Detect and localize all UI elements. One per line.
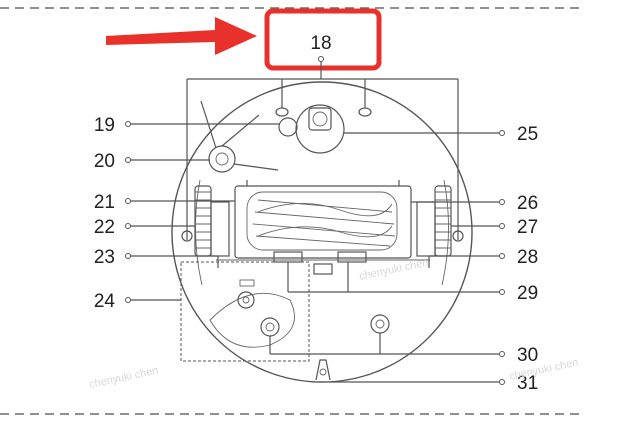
right-leader-lines — [269, 130, 505, 385]
watermark-1: chenyuki chen — [88, 365, 159, 391]
front-caster-wheel — [295, 104, 345, 154]
rear-sensor — [315, 359, 331, 381]
label-27: 27 — [517, 217, 538, 238]
main-brush-assembly — [234, 180, 412, 259]
red-arrow-icon — [106, 17, 257, 55]
highlight-box — [264, 8, 382, 71]
label-23: 23 — [94, 247, 115, 268]
label-31: 31 — [517, 373, 538, 394]
label-24: 24 — [94, 291, 116, 312]
label-22: 22 — [94, 217, 115, 238]
top-sensors — [275, 107, 372, 117]
dustbin-region — [180, 261, 310, 362]
right-drive-wheel — [416, 185, 464, 257]
label-30: 30 — [517, 345, 538, 366]
side-brush — [200, 100, 279, 173]
robot-body — [171, 81, 473, 383]
label-28: 28 — [517, 247, 538, 268]
watermark-2: chenyuki chen — [358, 257, 429, 283]
label-26: 26 — [517, 193, 538, 214]
label-20: 20 — [94, 151, 115, 172]
label-18: 18 — [310, 33, 331, 54]
label-19: 19 — [94, 115, 115, 136]
left-drive-wheel — [181, 185, 230, 257]
charging-contact — [278, 117, 298, 137]
label-21: 21 — [94, 192, 115, 213]
rear-screws — [260, 314, 390, 337]
label-25: 25 — [517, 124, 538, 145]
label-29: 29 — [517, 283, 538, 304]
left-leader-lines — [125, 121, 280, 303]
